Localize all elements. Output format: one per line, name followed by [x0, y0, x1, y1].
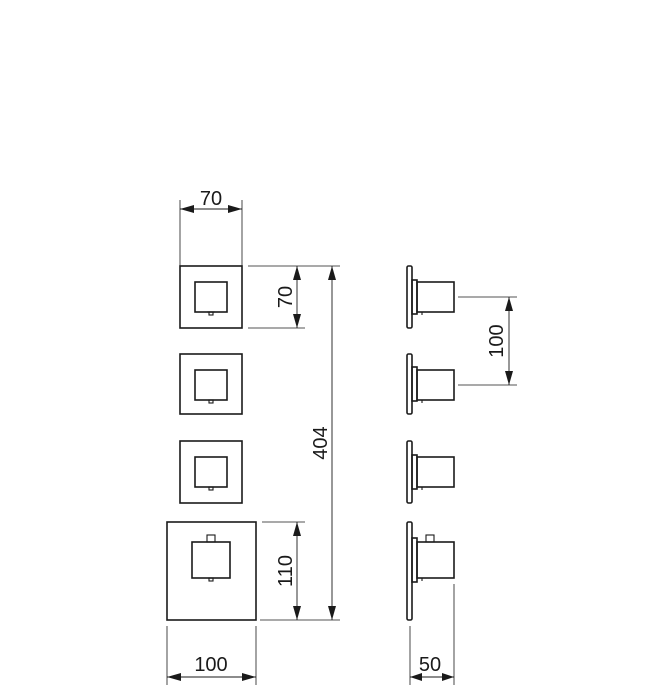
dimension-top-width: 70 [179, 188, 243, 266]
front-view [166, 265, 257, 621]
dimension-label-lower-plate-height: 110 [275, 555, 297, 587]
front-plate-2 [179, 353, 243, 415]
dimension-label-side-spacing: 100 [486, 324, 508, 357]
dimension-label-side-depth: 50 [419, 654, 441, 676]
dimension-bottom-width: 100 [166, 626, 257, 685]
dimension-label-bottom-width: 100 [194, 654, 227, 676]
side-unit-large [406, 521, 455, 621]
front-plate-1 [179, 265, 243, 329]
dimension-label-top-width: 70 [200, 188, 222, 210]
dimension-total-height: 404 [260, 265, 340, 621]
side-unit-1 [406, 265, 455, 329]
side-unit-2 [406, 353, 455, 415]
front-plate-3 [179, 440, 243, 504]
dimension-side-depth: 50 [409, 584, 455, 685]
dimension-lower-plate-height: 110 [262, 521, 305, 620]
front-plate-large [166, 521, 257, 621]
dimension-label-total-height: 404 [310, 426, 332, 459]
side-unit-3 [406, 440, 455, 504]
dimension-side-spacing: 100 [458, 296, 517, 386]
dimension-label-upper-plate-height: 70 [275, 286, 297, 308]
side-view [406, 265, 455, 621]
dimension-upper-plate-height: 70 [248, 265, 305, 329]
